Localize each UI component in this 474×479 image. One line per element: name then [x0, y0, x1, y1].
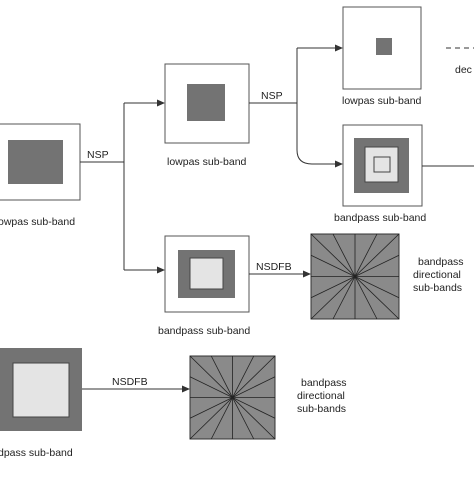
box-lowpass-level1	[164, 63, 250, 144]
label-directional-bottom-1: bandpass	[301, 377, 347, 389]
label-bandpass-level1: bandpass sub-band	[158, 325, 250, 337]
label-lowpass-level1: lowpas sub-band	[167, 156, 247, 168]
label-lowpass-input: owpas sub-band	[0, 216, 75, 228]
fan-direction-line	[189, 376, 276, 419]
label-directional-bottom-2: directional	[297, 390, 345, 402]
label-directional-mid-3: sub-bands	[413, 282, 462, 294]
label-nsp-left: NSP	[87, 149, 109, 161]
box-lowpass-level2	[342, 6, 422, 90]
directional-fan-bottom	[189, 355, 276, 440]
legend-text: dec	[455, 64, 472, 76]
label-lowpass-level2: lowpas sub-band	[342, 95, 422, 107]
box-lowpass-input	[0, 123, 81, 201]
connector-bottom-to-fan	[82, 385, 190, 393]
box-bandpass-level1	[164, 235, 250, 313]
directional-fan-mid	[310, 233, 400, 320]
label-nsp-top: NSP	[261, 90, 283, 102]
connector-input-split	[80, 99, 165, 274]
connector-bandpass-to-fan	[249, 270, 311, 278]
box-bandpass-bottom	[0, 348, 82, 431]
label-nsdfb-bottom: NSDFB	[112, 376, 148, 388]
box-bandpass-level2	[342, 124, 423, 207]
fan-direction-line	[310, 254, 400, 299]
label-bandpass-bottom: dpass sub-band	[0, 447, 73, 459]
label-directional-mid-1: bandpass	[418, 256, 464, 268]
label-directional-mid-2: directional	[413, 269, 461, 281]
connector-level1-split	[249, 44, 343, 168]
label-nsdfb-mid: NSDFB	[256, 261, 292, 273]
label-bandpass-level2: bandpass sub-band	[334, 212, 426, 224]
label-directional-bottom-3: sub-bands	[297, 403, 346, 415]
